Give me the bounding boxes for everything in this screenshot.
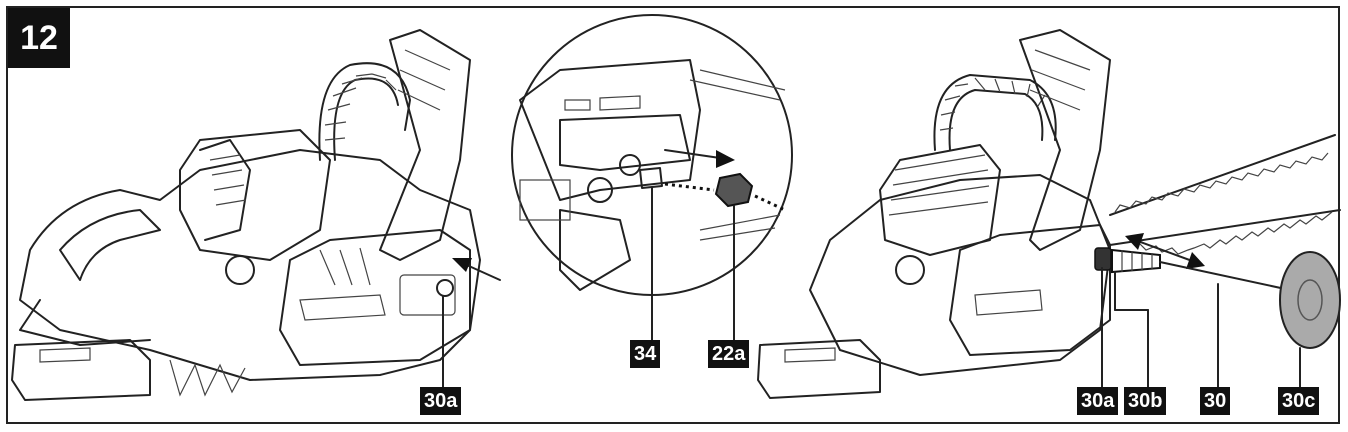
part-label-30a-right: 30a — [1077, 387, 1119, 415]
inset-detail-circle — [511, 14, 793, 341]
right-chainsaw-illustration — [757, 29, 1341, 399]
part-label-30: 30 — [1200, 387, 1231, 415]
part-label-22a: 22a — [708, 340, 750, 368]
part-label-30a-left: 30a — [420, 387, 462, 415]
part-label-30c: 30c — [1278, 387, 1320, 415]
part-label-30b: 30b — [1124, 387, 1167, 415]
figure-number-badge: 12 — [8, 8, 70, 68]
left-chainsaw-illustration — [11, 29, 501, 401]
part-label-34: 34 — [630, 340, 661, 368]
